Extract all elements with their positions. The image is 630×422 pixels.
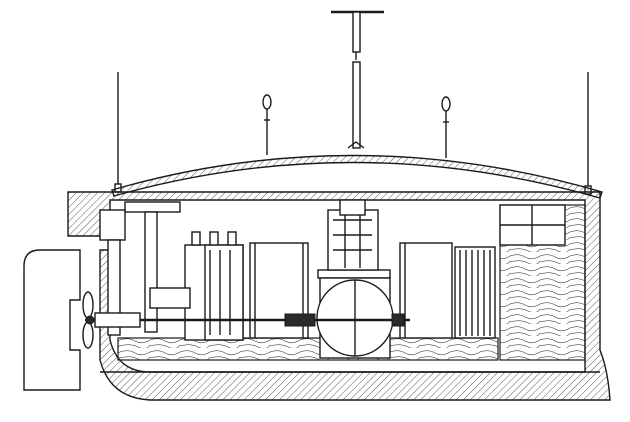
tank-3 xyxy=(454,246,496,339)
lamp-right xyxy=(441,96,451,158)
mast-left xyxy=(114,72,122,193)
engine-upper xyxy=(317,199,391,279)
center-mast xyxy=(331,10,384,149)
tank-2 xyxy=(399,242,453,339)
lamp-left xyxy=(262,94,272,155)
cabinet xyxy=(499,204,586,361)
rudder xyxy=(23,249,81,391)
mast-right xyxy=(584,72,592,195)
motor xyxy=(184,231,244,341)
sphere-tank xyxy=(316,277,394,359)
floor xyxy=(117,337,499,361)
propeller xyxy=(82,291,95,349)
gear-column xyxy=(99,201,191,336)
propeller-shaft xyxy=(85,312,410,328)
